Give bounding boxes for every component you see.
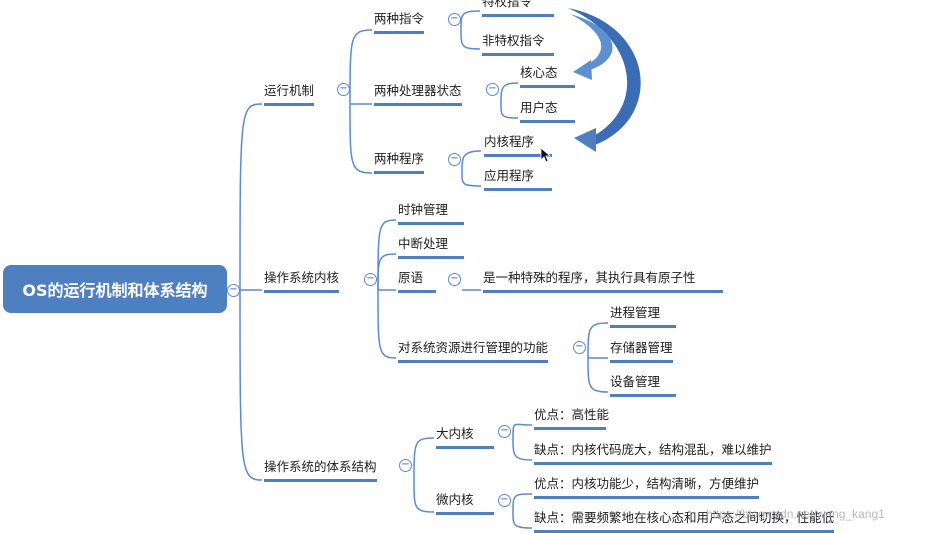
topic-storage-management[interactable]: 存储器管理 <box>610 340 673 363</box>
collapse-icon[interactable]: − <box>448 273 461 286</box>
topic-device-management[interactable]: 设备管理 <box>610 374 676 397</box>
topic-kernel-program[interactable]: 内核程序 <box>484 134 552 157</box>
topic-primitive[interactable]: 原语 <box>398 270 436 293</box>
collapse-icon[interactable]: − <box>498 425 511 438</box>
topic-application-program[interactable]: 应用程序 <box>484 168 552 191</box>
topic-os-kernel[interactable]: 操作系统内核 <box>264 270 340 293</box>
collapse-icon[interactable]: − <box>364 273 377 286</box>
topic-two-programs[interactable]: 两种程序 <box>374 151 425 174</box>
watermark: https://blog.csdn.net/wang_kang1 <box>706 507 885 521</box>
topic-two-instructions[interactable]: 两种指令 <box>374 11 425 34</box>
topic-two-cpu-states[interactable]: 两种处理器状态 <box>374 83 462 106</box>
topic-clock-management[interactable]: 时钟管理 <box>398 202 464 225</box>
collapse-icon[interactable]: − <box>498 494 511 507</box>
collapse-icon[interactable]: − <box>486 83 499 96</box>
topic-microkernel[interactable]: 微内核 <box>436 492 494 515</box>
collapse-icon[interactable]: − <box>573 341 586 354</box>
collapse-icon[interactable]: − <box>337 83 350 96</box>
collapse-icon[interactable]: − <box>448 13 461 26</box>
topic-user-mode[interactable]: 用户态 <box>520 100 575 123</box>
collapse-icon[interactable]: − <box>399 459 412 472</box>
topic-monolithic-kernel[interactable]: 大内核 <box>436 426 494 449</box>
topic-os-architecture[interactable]: 操作系统的体系结构 <box>264 459 377 482</box>
collapse-icon[interactable]: − <box>227 284 240 297</box>
topic-run-mechanism[interactable]: 运行机制 <box>264 83 315 106</box>
topic-interrupt-handling[interactable]: 中断处理 <box>398 236 464 259</box>
annotation-arrows <box>568 8 641 152</box>
topic-primitive-description[interactable]: 是一种特殊的程序，其执行具有原子性 <box>483 270 723 293</box>
topic-process-management[interactable]: 进程管理 <box>610 305 676 328</box>
topic-monolithic-con[interactable]: 缺点：内核代码庞大，结构混乱，难以维护 <box>534 442 772 465</box>
mouse-cursor-icon <box>540 147 552 163</box>
root-topic[interactable]: OS的运行机制和体系结构 <box>3 265 227 313</box>
topic-resource-management[interactable]: 对系统资源进行管理的功能 <box>398 340 549 363</box>
topic-monolithic-pro[interactable]: 优点：高性能 <box>534 407 609 430</box>
collapse-icon[interactable]: − <box>448 153 461 166</box>
topic-kernel-mode[interactable]: 核心态 <box>520 65 575 88</box>
topic-microkernel-pro[interactable]: 优点：内核功能少，结构清晰，方便维护 <box>534 476 760 499</box>
topic-non-privileged-instr[interactable]: 非特权指令 <box>482 33 554 56</box>
topic-privileged-instr[interactable]: 特权指令 <box>482 0 554 17</box>
